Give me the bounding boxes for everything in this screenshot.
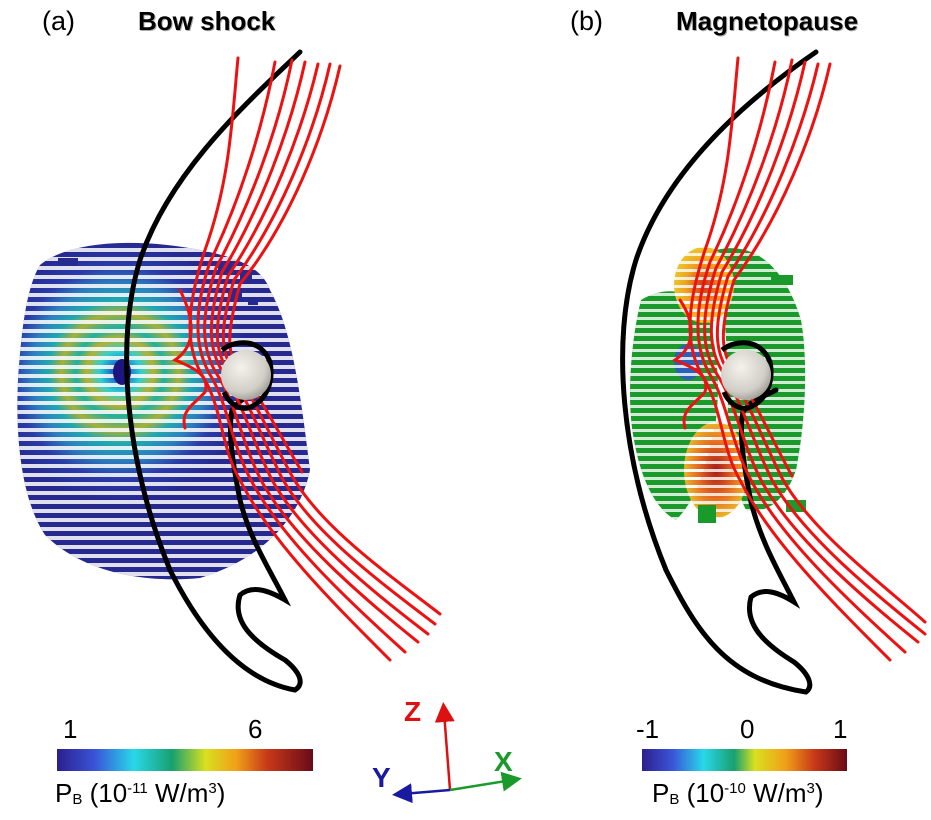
- colorbar-max-label: 1: [833, 714, 848, 744]
- unit-symbol: P: [652, 778, 670, 808]
- panel-title: Bow shock: [138, 6, 276, 36]
- unit-exponent: 3: [806, 780, 815, 797]
- colorbar-min-label: 1: [63, 714, 78, 744]
- unit-exponent: -11: [127, 780, 148, 797]
- surface-fragment: [698, 505, 716, 523]
- surface-fragment: [228, 290, 242, 298]
- planet-earth: [720, 340, 774, 411]
- unit-text: (10: [82, 778, 128, 808]
- unit-symbol: P: [55, 778, 73, 808]
- y-axis-label: Y: [372, 762, 391, 793]
- panel-bow-shock: (a) Bow shock: [0, 0, 465, 710]
- surface-fragment: [248, 298, 258, 305]
- colorbar-mid-label: 0: [740, 714, 755, 744]
- z-axis-arrow: [434, 702, 455, 791]
- x-axis-arrow: [449, 771, 522, 792]
- colorbar-gradient: [642, 749, 847, 771]
- unit-text: ): [814, 778, 824, 808]
- colorbar-magnetopause: -1 0 1 PB (10-10 W/m3): [636, 712, 900, 812]
- panel-title: Magnetopause: [676, 6, 859, 36]
- panel-label: (b): [570, 6, 603, 36]
- unit-text: (10: [679, 778, 725, 808]
- surface-fragment: [771, 275, 793, 285]
- colorbar-unit-label: PB (10-11 W/m3): [55, 778, 225, 809]
- unit-subscript: B: [669, 791, 680, 808]
- colorbar-max-label: 6: [248, 714, 263, 744]
- unit-exponent: 3: [208, 780, 217, 797]
- unit-text: W/m: [147, 778, 209, 808]
- z-axis-label: Z: [404, 696, 422, 727]
- colorbar-bow-shock: 1 6 PB (10-11 W/m3): [55, 712, 315, 812]
- x-axis-label: X: [494, 746, 513, 777]
- magnetopause-visualization: [620, 49, 927, 695]
- panel-magnetopause: (b) Magnetopause: [466, 0, 931, 710]
- bow-shock-visualization: [17, 49, 442, 693]
- unit-exponent: -10: [724, 780, 746, 797]
- colorbar-unit-label: PB (10-10 W/m3): [652, 778, 824, 809]
- unit-text: ): [216, 778, 226, 808]
- colorbar-gradient: [57, 749, 313, 771]
- unit-subscript: B: [72, 791, 83, 808]
- axes-arrows: [392, 702, 522, 804]
- surface-fragment: [58, 258, 78, 266]
- unit-text: W/m: [745, 778, 807, 808]
- y-axis-arrow: [392, 783, 451, 804]
- colorbar-min-label: -1: [636, 714, 660, 744]
- coordinate-axes: Z Y X: [360, 690, 540, 815]
- planet-earth: [220, 340, 274, 411]
- panel-label: (a): [42, 6, 75, 36]
